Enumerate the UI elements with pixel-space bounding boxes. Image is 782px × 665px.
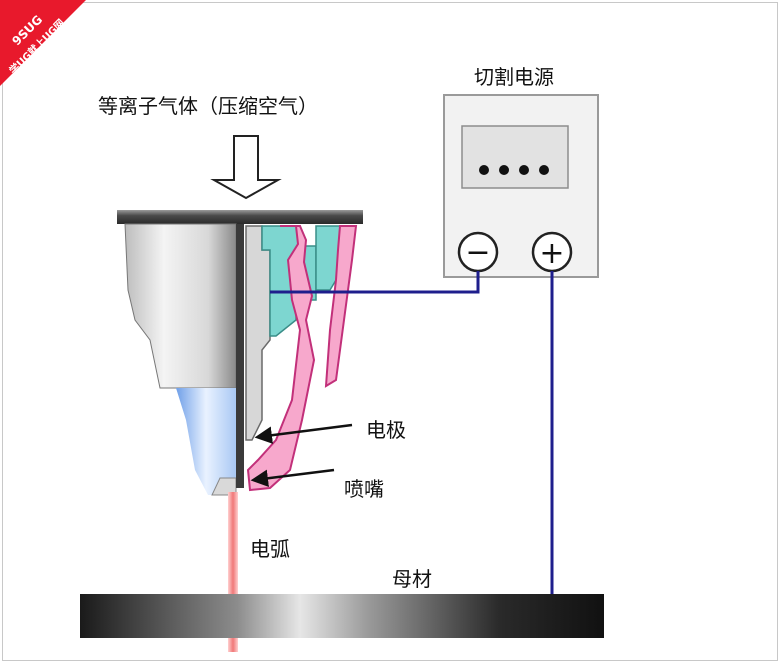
nozzle-pointer xyxy=(250,468,335,487)
power-supply-display xyxy=(461,125,569,189)
power-supply: 切割电源 − + xyxy=(443,65,599,278)
electrode-pointer xyxy=(254,423,353,444)
watermark-triangle xyxy=(0,0,86,86)
display-dot-1 xyxy=(479,165,489,175)
torch-cap xyxy=(117,210,363,224)
display-dot-4 xyxy=(539,165,549,175)
electrode-body xyxy=(245,225,271,441)
plasma-gas-stream xyxy=(176,388,236,495)
torch-outer-shell xyxy=(124,223,237,389)
gas-flow-arrow xyxy=(210,135,282,200)
torch-center-line xyxy=(236,224,244,488)
shield-cap xyxy=(324,225,358,388)
display-dot-2 xyxy=(499,165,509,175)
electrode-label: 电极 xyxy=(366,418,406,442)
power-supply-label: 切割电源 xyxy=(474,65,554,89)
negative-wire xyxy=(270,271,480,294)
display-dot-3 xyxy=(519,165,529,175)
positive-terminal-symbol: + xyxy=(539,236,564,271)
watermark: 9SUG 学UG就上UG网 xyxy=(0,0,86,86)
gas-label: 等离子气体（压缩空气） xyxy=(98,94,318,118)
nozzle-label: 喷嘴 xyxy=(344,477,384,501)
workpiece-label: 母材 xyxy=(392,567,432,591)
negative-terminal-symbol: − xyxy=(465,235,490,270)
workpiece-plate xyxy=(80,594,604,638)
plasma-arc xyxy=(228,492,238,652)
torch xyxy=(117,210,363,496)
arc-label: 电弧 xyxy=(250,537,290,561)
